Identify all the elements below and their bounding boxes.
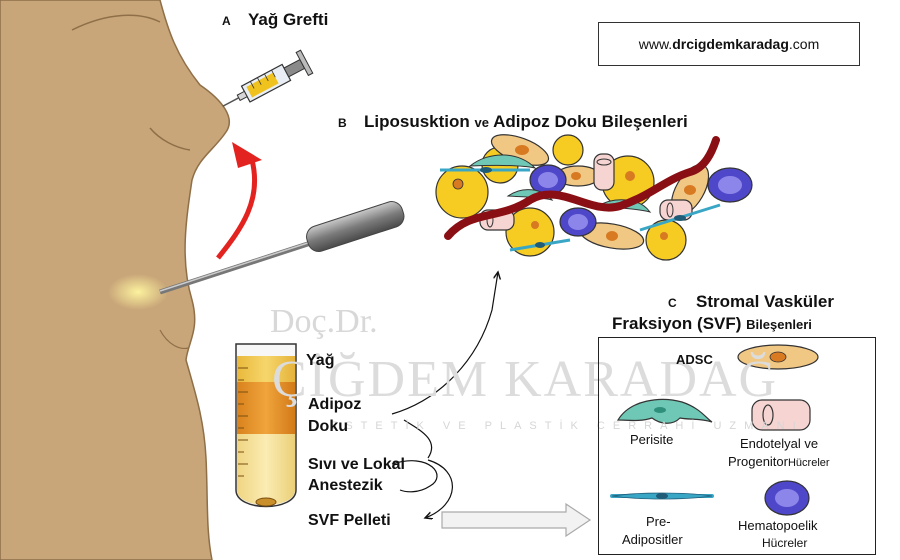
cannula-icon	[159, 201, 405, 295]
website-prefix: www.	[638, 36, 673, 52]
legend-perisite-label: Perisite	[630, 432, 674, 447]
section-b-letter: B	[338, 116, 347, 130]
blood-vessel	[444, 136, 720, 240]
section-b-title-part3: Adipoz Doku Bileşenleri	[493, 112, 688, 131]
section-c-title-line2: Fraksiyon (SVF) Bileşenleri	[612, 314, 812, 334]
legend-endothelial-icon	[751, 399, 811, 431]
section-a-title: Yağ Grefti	[248, 10, 329, 29]
tube-label-fluid-2: Anestezik	[308, 477, 383, 494]
website-box: www.drcigdemkaradag.com	[598, 22, 860, 66]
legend-hemato-label-1: Hematopoelik	[738, 518, 818, 533]
legend-icons	[610, 344, 819, 516]
syringe-icon	[222, 49, 314, 107]
section-c-title-line2-main: Fraksiyon (SVF)	[612, 314, 742, 333]
test-tube	[235, 343, 297, 508]
tube-label-fluid-1: Sıvı ve Lokal	[308, 456, 405, 473]
watermark-name: ÇİĞDEM KARADAĞ	[272, 351, 779, 408]
tube-label-adipose-2: Doku	[308, 418, 348, 435]
website-name: drcigdemkaradag	[672, 36, 789, 52]
svf-arrow	[441, 502, 592, 538]
legend-adsc-label: ADSC	[676, 352, 713, 367]
adsc-cells	[490, 134, 710, 250]
website-suffix: .com	[788, 36, 820, 52]
legend-endothelial-label-2-main: Progenitor	[728, 454, 788, 469]
section-c-title-line1: Stromal Vasküler	[696, 292, 834, 311]
legend-endothelial-label-1: Endotelyal ve	[740, 436, 819, 451]
legend-endothelial-label-2-small: Hücreler	[787, 457, 830, 469]
tube-label-pellet: SVF Pelleti	[308, 512, 391, 529]
watermark-subtitle: ESTETİK VE PLASTİK CERRAHİ UZMANI	[330, 420, 804, 432]
legend-preadipocyte-label-1: Pre-	[646, 514, 671, 529]
preadipocyte-cells	[440, 167, 721, 252]
hematopoietic-cells	[529, 164, 753, 237]
transfer-arrow	[216, 159, 258, 260]
section-b-title-part1: Liposusktion	[364, 112, 470, 131]
section-c-title-line2-small: Bileşenleri	[746, 317, 812, 332]
torso-silhouette	[0, 0, 231, 560]
svf-components-box	[598, 337, 876, 555]
section-a-letter: A	[222, 14, 231, 28]
section-b-title: Liposusktion ve Adipoz Doku Bileşenleri	[364, 112, 688, 132]
section-c-letter: C	[668, 296, 677, 310]
tube-label-fat: Yağ	[306, 352, 335, 369]
watermark-title: Doç.Dr.	[270, 303, 378, 340]
legend-hemato-label-2: Hücreler	[762, 536, 808, 550]
legend-endothelial-label-2: ProgenitorHücreler	[728, 454, 830, 469]
adipose-tissue-cluster	[433, 134, 753, 261]
legend-preadipocyte-label-2: Adipositler	[622, 532, 683, 547]
tube-label-adipose-1: Adipoz	[308, 396, 362, 413]
section-b-title-part2: ve	[474, 115, 489, 130]
adipose-arrow	[391, 272, 498, 415]
